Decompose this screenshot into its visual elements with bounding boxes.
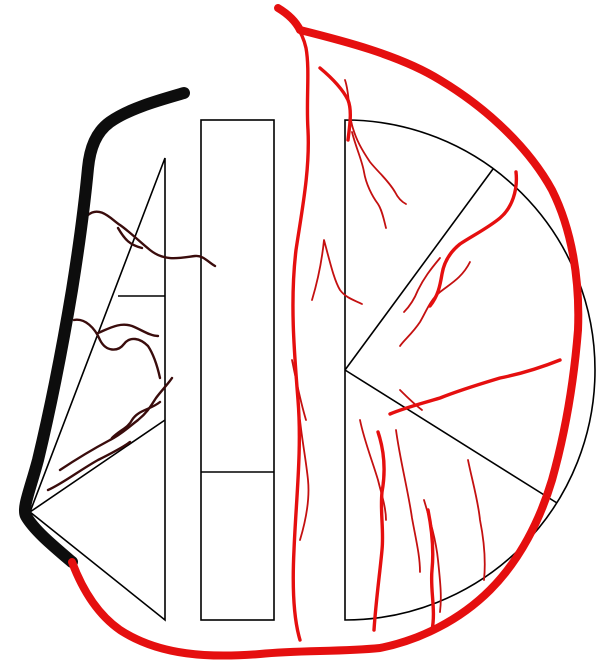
vascular-territory-diagram	[0, 0, 598, 664]
diagram-canvas	[0, 0, 598, 664]
